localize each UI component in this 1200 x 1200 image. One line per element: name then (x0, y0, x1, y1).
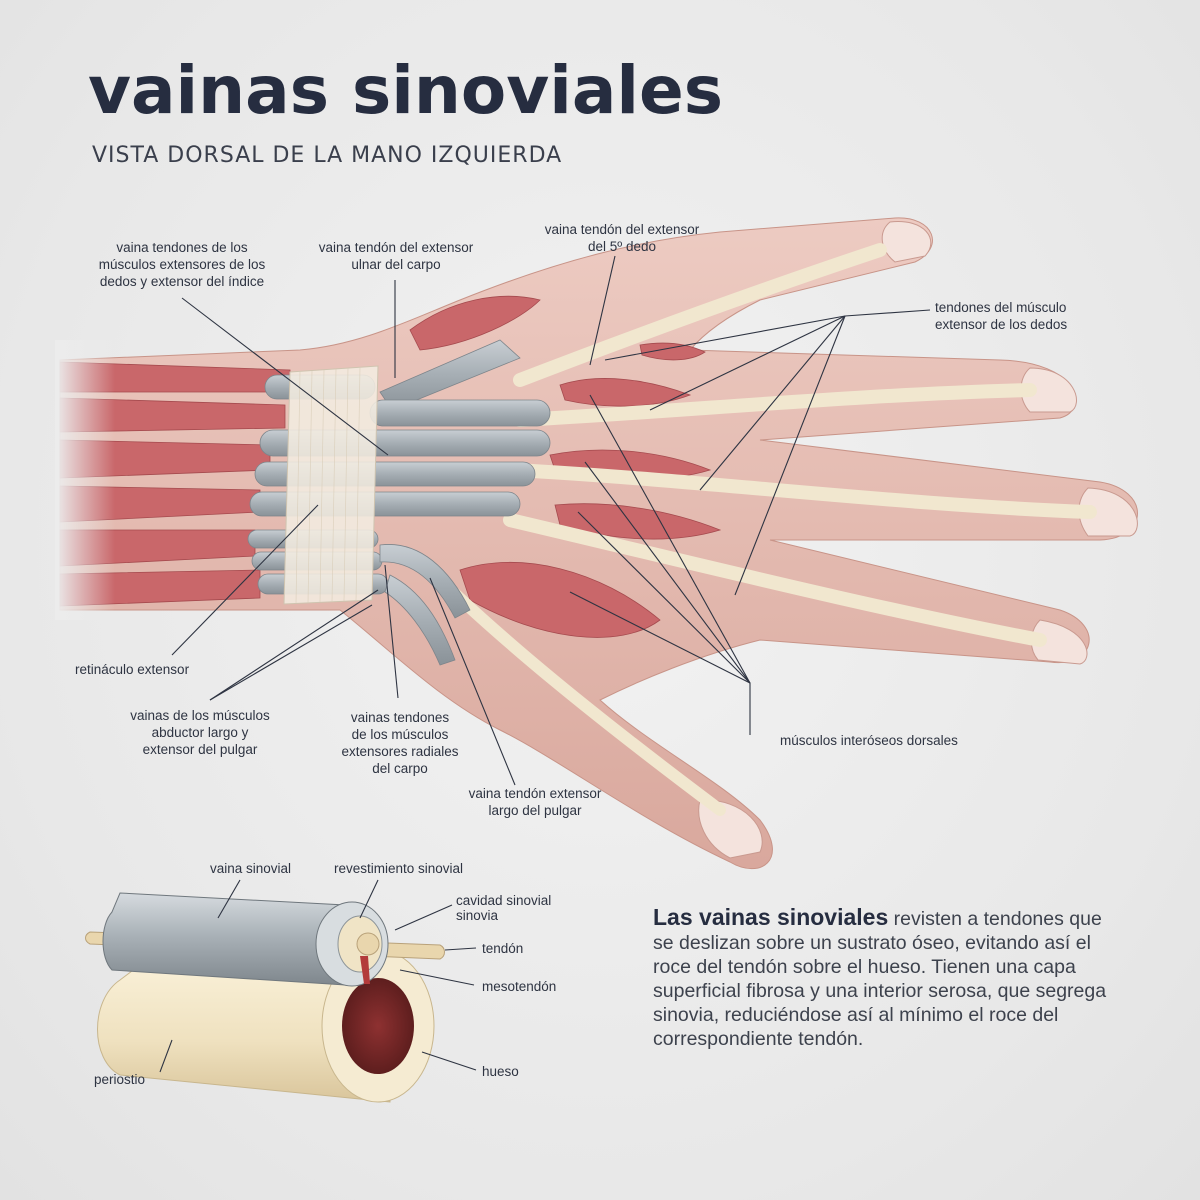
nail-middle (1020, 367, 1077, 413)
bone-shaft (97, 949, 391, 1103)
page-subtitle: VISTA DORSAL DE LA MANO IZQUIERDA (92, 143, 563, 168)
label-interoseos: músculos interóseos dorsales (780, 733, 958, 748)
sheath-leader-lines (159, 879, 477, 1073)
label-tendon: tendón (482, 941, 524, 956)
description-lead: Las vainas sinoviales (653, 904, 889, 930)
label-tendones-extensor-dedos: tendones del músculo extensor de los ded… (935, 300, 1068, 332)
description-body: revisten a tendones que se deslizan sobr… (653, 908, 1107, 1050)
sheath-cross-section (85, 892, 445, 1103)
label-retinaculo-extensor: retináculo extensor (75, 662, 190, 677)
extensor-retinaculum (283, 365, 379, 605)
nail-index (881, 221, 932, 263)
mesotendon-strip (360, 956, 370, 984)
label-extensor-5-dedo: vaina tendón del extensor del 5º dedo (544, 222, 700, 254)
hand-leader-lines (171, 255, 931, 786)
nail-thumb (698, 799, 763, 859)
label-extensores-dedos-indice: vaina tendones de los músculos extensore… (98, 240, 266, 289)
label-extensor-largo-pulgar: vaina tendón extensor largo del pulgar (468, 786, 602, 818)
label-mesotendon: mesotendón (482, 979, 557, 994)
label-vaina-sinovial: vaina sinovial (210, 861, 292, 876)
label-extensores-radiales: vainas tendones de los músculos extensor… (341, 710, 459, 776)
label-extensor-ulnar: vaina tendón del extensor ulnar del carp… (318, 240, 474, 272)
nail-ring (1078, 487, 1138, 537)
bone-marrow (342, 978, 414, 1074)
label-hueso: hueso (482, 1064, 519, 1079)
label-cavidad: cavidad sinovial sinovia (456, 893, 552, 923)
description-paragraph: Las vainas sinoviales revisten a tendone… (653, 905, 1113, 1051)
label-periostio: periostio (94, 1072, 146, 1087)
label-revestimiento: revestimiento sinovial (334, 861, 464, 876)
label-abductor-pulgar: vainas de los músculos abductor largo y … (130, 708, 270, 757)
page-title: vainas sinoviales (88, 52, 724, 129)
